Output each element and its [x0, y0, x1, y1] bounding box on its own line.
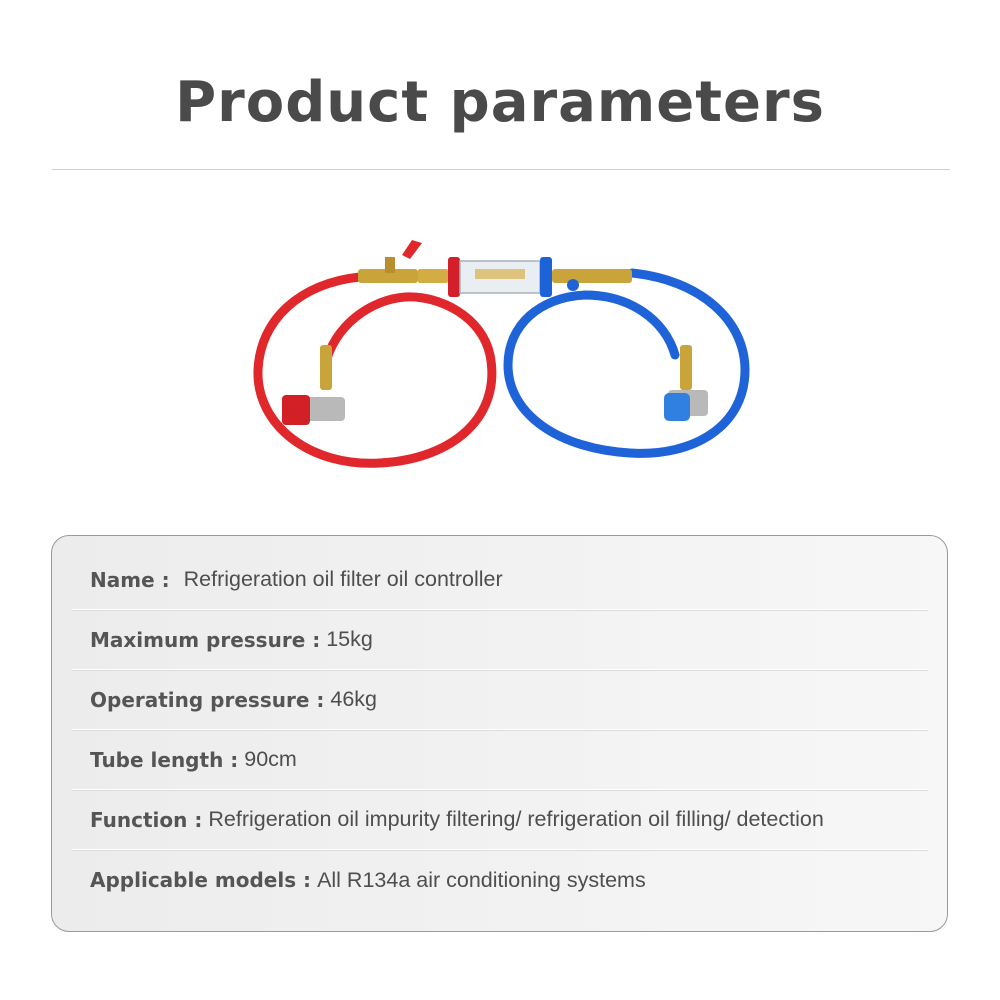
- param-label: Name :: [90, 567, 170, 592]
- param-row-maximum-pressure: Maximum pressure : 15kg: [72, 610, 928, 670]
- param-value: 46kg: [330, 687, 377, 711]
- blue-hose: [503, 268, 750, 458]
- param-value: All R134a air conditioning systems: [317, 867, 646, 892]
- param-label: Tube length :: [90, 747, 239, 772]
- param-value: Refrigeration oil filter oil controller: [183, 567, 503, 591]
- param-value: Refrigeration oil impurity filtering/ re…: [208, 807, 824, 831]
- param-label: Maximum pressure :: [90, 627, 321, 652]
- param-row-name: Name : Refrigeration oil filter oil cont…: [72, 550, 928, 610]
- red-hose: [253, 272, 497, 468]
- param-row-function: Function : Refrigeration oil impurity fi…: [72, 790, 928, 850]
- title-divider: [52, 169, 950, 170]
- param-row-tube-length: Tube length : 90cm: [72, 730, 928, 790]
- param-row-applicable-models: Applicable models : All R134a air condit…: [72, 850, 928, 910]
- param-label: Function :: [90, 807, 203, 832]
- param-value: 15kg: [326, 627, 373, 651]
- parameters-panel: Name : Refrigeration oil filter oil cont…: [51, 535, 948, 932]
- page-title: Product parameters: [175, 70, 825, 135]
- param-row-operating-pressure: Operating pressure : 46kg: [72, 670, 928, 730]
- param-value: 90cm: [244, 747, 297, 771]
- param-label: Applicable models :: [90, 868, 312, 892]
- param-label: Operating pressure :: [90, 687, 325, 712]
- product-image: [253, 240, 750, 468]
